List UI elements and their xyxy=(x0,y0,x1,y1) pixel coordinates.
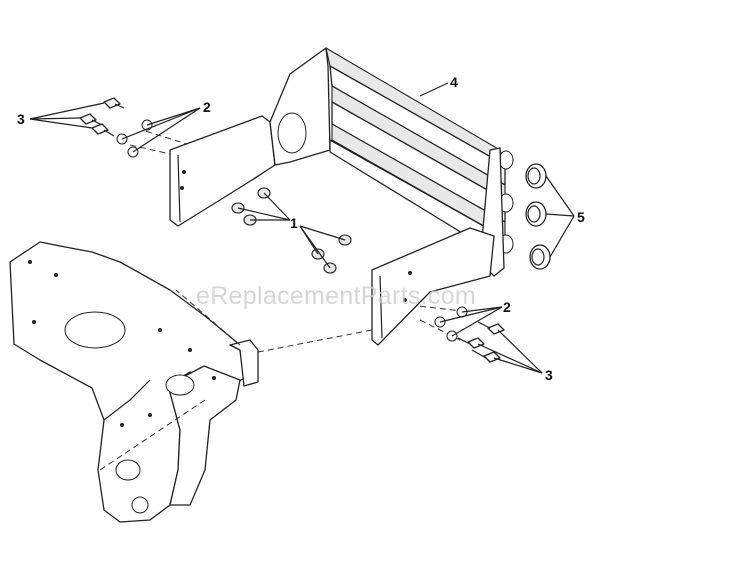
front-bumper xyxy=(169,47,514,346)
leader-lines xyxy=(29,82,575,374)
tube-caps xyxy=(525,163,551,270)
tractor-frame xyxy=(9,241,245,523)
callout-bolt-right: 3 xyxy=(545,367,553,383)
callout-washer-right: 2 xyxy=(503,299,511,315)
callout-bumper: 4 xyxy=(450,74,458,90)
callouts: 3 2 4 1 5 2 3 xyxy=(17,74,585,383)
alignment-lines xyxy=(99,129,471,471)
callout-cap: 5 xyxy=(577,209,585,225)
callout-nut: 1 xyxy=(290,215,298,231)
callout-bolt-left: 3 xyxy=(17,111,25,127)
watermark: eReplacementParts.com xyxy=(196,282,476,310)
callout-washer-left: 2 xyxy=(203,99,211,115)
frame-tube xyxy=(229,339,259,387)
hardware-left xyxy=(79,97,153,158)
